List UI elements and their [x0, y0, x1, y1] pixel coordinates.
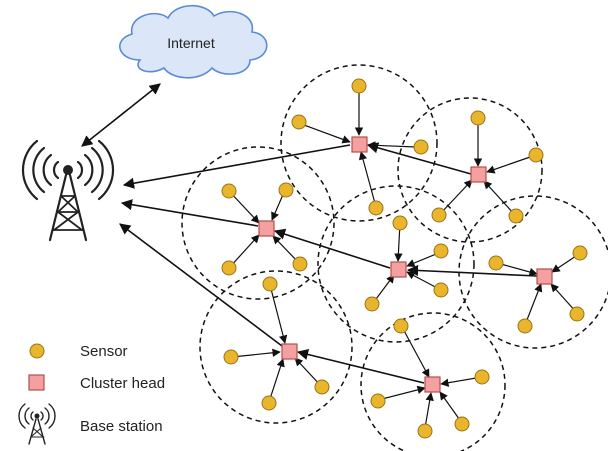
sensor-node: [278, 182, 294, 198]
sensor-node: [488, 255, 504, 271]
ch-to-base-link: [122, 144, 351, 189]
legend: Sensor Cluster head Base station: [18, 343, 165, 445]
internet-cloud: Internet: [119, 5, 268, 79]
sensor-node: [517, 318, 533, 334]
ch-to-ch-link: [406, 264, 538, 277]
cluster-head-node: [424, 376, 441, 393]
sensor-node: [528, 147, 544, 163]
ch-to-base-link: [120, 199, 259, 227]
cloud-icon: [119, 5, 268, 79]
sensor-node: [262, 276, 278, 292]
sensor-node: [454, 416, 470, 432]
backbone-links: [81, 83, 538, 384]
sensor-node: [474, 369, 490, 385]
sensor-node: [368, 200, 384, 216]
legend-sensor-label: Sensor: [80, 343, 128, 360]
ch-to-ch-link: [366, 142, 472, 175]
sensor-node: [433, 243, 449, 259]
sensor-node: [569, 306, 585, 322]
sensor-node: [431, 207, 447, 223]
sensor-node: [314, 379, 330, 395]
sensor-node: [572, 245, 588, 261]
base-to-internet-link: [81, 83, 161, 147]
sensor-node: [292, 256, 308, 272]
cluster-head-node: [536, 268, 553, 285]
sensor-node: [413, 139, 429, 155]
sensor-node: [392, 215, 408, 231]
cluster-head-node: [470, 166, 487, 183]
sensor-node: [370, 393, 386, 409]
antenna-tower-icon: [21, 139, 115, 242]
sensor-node: [393, 318, 409, 334]
cluster-head-node: [281, 343, 298, 360]
ch-to-base-link: [119, 223, 283, 347]
legend-sensor: Sensor: [29, 343, 128, 360]
cluster-boundary: [181, 146, 335, 300]
legend-cluster-head-label: Cluster head: [80, 375, 165, 392]
cluster-boundaries: [181, 64, 608, 451]
sensor-node: [221, 260, 237, 276]
antenna-tower-icon: [18, 403, 56, 445]
internet-label: Internet: [167, 35, 215, 51]
cluster-head-node: [390, 261, 407, 278]
cluster-boundary: [397, 97, 543, 243]
sensor-node: [221, 183, 237, 199]
sensor-node: [351, 78, 367, 94]
sensors: [221, 78, 588, 439]
legend-base-station-label: Base station: [80, 418, 163, 435]
sensor-node: [470, 110, 486, 126]
ch-to-ch-link: [296, 348, 425, 384]
legend-base-station: Base station: [18, 403, 163, 445]
sensor-node: [291, 114, 307, 130]
sensor-node: [417, 423, 433, 439]
cluster-boundary: [199, 270, 353, 424]
sensor-node: [261, 395, 277, 411]
sensor-node: [508, 208, 524, 224]
ch-to-ch-link: [273, 228, 391, 269]
legend-cluster-head: Cluster head: [28, 374, 165, 392]
cluster-heads: [258, 136, 553, 393]
cluster-boundary: [458, 195, 608, 349]
sensor-node: [433, 282, 449, 298]
cluster-head-node: [351, 136, 368, 153]
cluster-boundary: [280, 64, 438, 222]
cluster-head-icon: [28, 374, 45, 391]
cluster-boundary: [360, 312, 506, 451]
cluster-boundary: [317, 185, 475, 343]
sensor-icon: [29, 343, 45, 359]
base-station: [21, 139, 115, 242]
sensor-node: [223, 349, 239, 365]
sensor-node: [364, 296, 380, 312]
cluster-head-node: [258, 220, 275, 237]
